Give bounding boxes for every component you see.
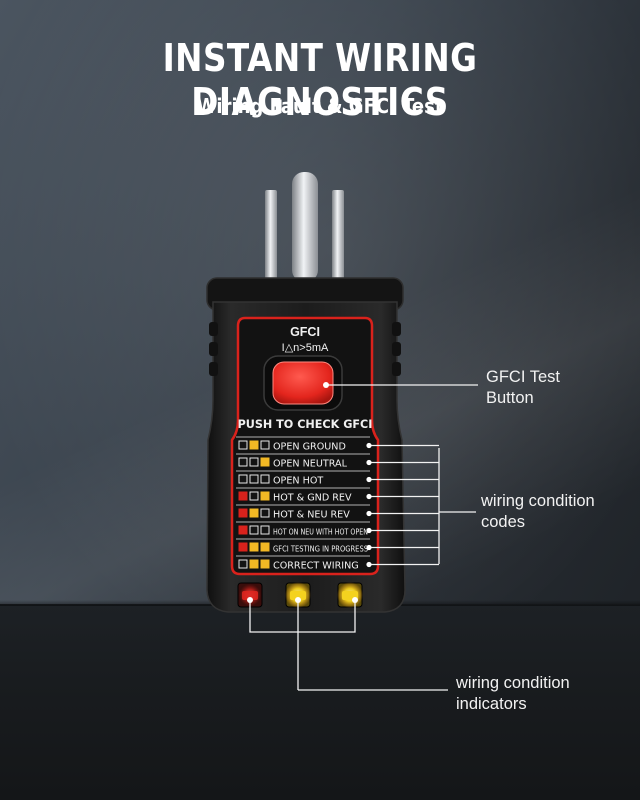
code-lamp-yellow — [249, 559, 259, 569]
code-lamp-red — [238, 508, 248, 518]
callout-gfci-line1: GFCI Test — [486, 368, 560, 386]
plug-prongs — [265, 172, 344, 282]
code-row: HOT ON NEU WITH HOT OPEN — [236, 521, 370, 537]
code-row: OPEN GROUND — [238, 440, 346, 453]
code-lamp-yellow — [260, 542, 270, 552]
gfci-test-button[interactable] — [263, 355, 343, 411]
code-lamp-yellow — [249, 440, 259, 450]
code-lamp-off — [249, 491, 259, 501]
code-lamp-off — [238, 559, 248, 569]
code-label: HOT ON NEU WITH HOT OPEN — [273, 527, 368, 537]
callout-codes-line2: codes — [481, 513, 526, 531]
callout-lines — [249, 384, 478, 691]
flat-prong-left — [265, 190, 277, 282]
code-lamp-yellow — [249, 508, 259, 518]
code-lamp-red — [238, 525, 248, 535]
code-row: OPEN NEUTRAL — [236, 453, 370, 470]
code-label: HOT & NEU REV — [273, 510, 350, 521]
callout-codes-line1: wiring condition — [481, 492, 595, 510]
callout-indicators-line2: indicators — [456, 695, 527, 713]
code-lamp-off — [260, 525, 270, 535]
code-lamp-off — [238, 440, 248, 450]
code-lamp-red — [238, 542, 248, 552]
code-lamp-off — [249, 474, 259, 484]
flat-prong-right — [332, 190, 344, 282]
code-row: HOT & NEU REV — [236, 504, 370, 521]
callout-lines-indicators — [249, 600, 356, 633]
callout-lines-codes — [369, 444, 439, 566]
code-lamp-off — [260, 474, 270, 484]
code-lamp-off — [238, 457, 248, 467]
rating-label: I△n>5mA — [282, 342, 329, 354]
code-label: OPEN HOT — [273, 476, 323, 487]
code-row: CORRECT WIRING — [236, 555, 370, 572]
side-grip-left — [209, 322, 218, 376]
code-label: HOT & GND REV — [273, 493, 352, 504]
indicator-lamps — [237, 582, 363, 608]
code-row: HOT & GND REV — [236, 487, 370, 504]
gfci-label: GFCI — [290, 325, 320, 339]
side-grip-right — [392, 322, 401, 376]
floor-surface — [0, 604, 640, 800]
code-label: GFCI TESTING IN PROGRESS — [273, 544, 368, 554]
headline: INSTANT WIRING DIAGNOSTICS — [162, 36, 478, 124]
code-lamp-off — [260, 440, 270, 450]
code-row: GFCI TESTING IN PROGRESS — [236, 538, 370, 554]
code-label: CORRECT WIRING — [273, 561, 359, 572]
callout-gfci-line2: Button — [486, 389, 534, 407]
code-lamp-yellow — [249, 542, 259, 552]
code-lamp-off — [238, 474, 248, 484]
callout-wiring-condition-indicators: wiring condition indicators — [456, 673, 570, 715]
callout-indicators-line1: wiring condition — [456, 674, 570, 692]
code-lamp-red — [238, 491, 248, 501]
code-lamp-off — [260, 508, 270, 518]
code-row: OPEN HOT — [236, 470, 370, 487]
subheadline: Wiring Fault & GFCI Test — [196, 94, 444, 118]
code-lamp-yellow — [260, 491, 270, 501]
code-lamp-yellow — [260, 559, 270, 569]
code-lamp-off — [249, 457, 259, 467]
code-label: OPEN NEUTRAL — [273, 459, 348, 470]
code-label: OPEN GROUND — [273, 442, 346, 453]
push-to-check-label: PUSH TO CHECK GFCI — [238, 418, 373, 431]
ground-prong — [292, 172, 318, 282]
callout-dots — [247, 382, 372, 603]
code-lamp-yellow — [260, 457, 270, 467]
callout-gfci-test-button: GFCI Test Button — [486, 367, 560, 409]
code-lamp-off — [249, 525, 259, 535]
wiring-codes-table: OPEN GROUND OPEN NEUTRAL OPEN HOT HOT & GND… — [236, 436, 370, 572]
callout-wiring-condition-codes: wiring condition codes — [481, 491, 595, 533]
indicator-lamp — [337, 582, 363, 608]
